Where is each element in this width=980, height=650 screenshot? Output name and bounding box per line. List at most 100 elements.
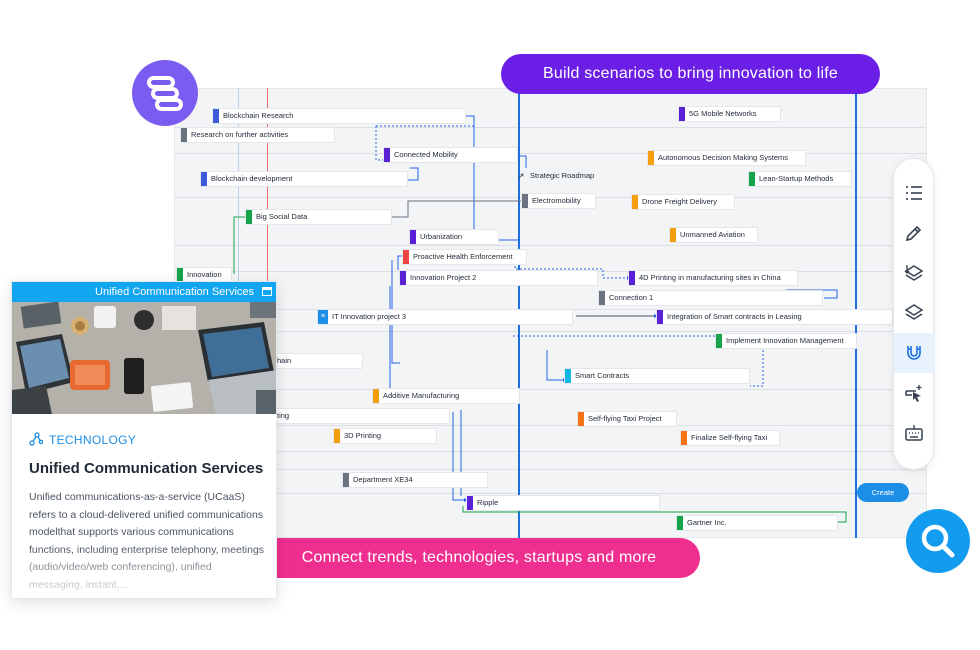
panel-icon[interactable]: [262, 287, 272, 296]
roadmap-card[interactable]: 4D Printing in manufacturing sites in Ch…: [628, 270, 798, 286]
grid-row-line: [175, 389, 926, 390]
roadmap-card[interactable]: Connection 1: [598, 290, 823, 306]
grid-row-line: [175, 451, 926, 452]
card-label: Proactive Health Enforcement: [413, 252, 513, 261]
card-label: Smart Contracts: [575, 371, 630, 380]
card-label: Integration of Smart contracts in Leasin…: [667, 312, 802, 321]
description-fade: [12, 547, 276, 598]
roadmap-card[interactable]: Additive Manufacturing: [372, 388, 520, 404]
tool-palette: [893, 158, 935, 470]
roadmap-card[interactable]: ≡IT Innovation project 3: [317, 309, 573, 325]
layers-sort-tool-button[interactable]: [894, 253, 935, 293]
card-label: Autonomous Decision Making Systems: [658, 153, 789, 162]
card-color-bar: [629, 271, 635, 285]
layers-icon: [904, 304, 924, 320]
card-label: Connected Mobility: [394, 150, 458, 159]
roadmap-card[interactable]: Drone Freight Delivery: [631, 194, 735, 210]
roadmap-card[interactable]: Research on further activities: [180, 127, 335, 143]
roadmap-card[interactable]: Unmanned Aviation: [669, 227, 758, 243]
card-color-bar: [334, 429, 340, 443]
grid-row-line: [175, 127, 926, 128]
roadmap-card[interactable]: Big Social Data: [245, 209, 392, 225]
roadmap-card[interactable]: 5G Mobile Networks: [678, 106, 781, 122]
card-label: Innovation: [187, 270, 222, 279]
grid-row-line: [175, 331, 926, 332]
magnet-tool-button[interactable]: [894, 333, 935, 373]
card-label: 5G Mobile Networks: [689, 109, 757, 118]
pencil-tool-button[interactable]: [894, 213, 935, 253]
card-color-bar: [578, 412, 584, 426]
app-logo: [132, 60, 198, 126]
search-button[interactable]: [906, 509, 970, 573]
card-label: Connection 1: [609, 293, 654, 302]
roadmap-card[interactable]: Blockchain development: [200, 171, 408, 187]
roadmap-card[interactable]: Ripple: [466, 495, 660, 511]
detail-header: Unified Communication Services: [12, 282, 276, 302]
roadmap-card[interactable]: ting: [270, 408, 450, 424]
roadmap-card[interactable]: Gartner Inc.: [676, 515, 838, 531]
roadmap-card[interactable]: ↗Strategic Roadmap: [514, 169, 609, 185]
list-icon: ≡: [318, 310, 328, 324]
roadmap-card[interactable]: Autonomous Decision Making Systems: [647, 150, 806, 166]
card-color-bar: [648, 151, 654, 165]
magnet-icon: [907, 346, 921, 360]
roadmap-card[interactable]: Department XE34: [342, 472, 488, 488]
card-label: Ripple: [477, 498, 499, 507]
roadmap-card[interactable]: Integration of Smart contracts in Leasin…: [656, 309, 893, 325]
card-color-bar: [670, 228, 676, 242]
card-label: Big Social Data: [256, 212, 308, 221]
card-color-bar: [749, 172, 755, 186]
card-label: Blockchain Research: [223, 111, 294, 120]
roadmap-card[interactable]: Implement Innovation Management: [715, 333, 857, 349]
card-color-bar: [177, 268, 183, 282]
roadmap-card[interactable]: Blockchain Research: [212, 108, 466, 124]
card-label: Lean-Startup Methods: [759, 174, 834, 183]
detail-panel[interactable]: Unified Communication Services TECHNOLOG…: [11, 281, 277, 599]
card-label: Self-flying Taxi Project: [588, 414, 662, 423]
keyboard-tool-button[interactable]: [894, 413, 935, 453]
detail-category-label: TECHNOLOGY: [49, 433, 137, 447]
keyboard-icon: [905, 425, 923, 441]
create-button[interactable]: Create: [857, 483, 909, 502]
grid-row-line: [175, 153, 926, 154]
technology-icon: [29, 432, 44, 446]
layers-tool-button[interactable]: [894, 293, 935, 333]
roadmap-card[interactable]: Self-flying Taxi Project: [577, 411, 677, 427]
card-color-bar: [400, 271, 406, 285]
roadmap-card[interactable]: Electromobility: [521, 193, 596, 209]
card-color-bar: [467, 496, 473, 510]
trend-arrow-icon: ↗: [517, 171, 525, 181]
card-color-bar: [565, 369, 571, 383]
roadmap-card[interactable]: Innovation Project 2: [399, 270, 598, 286]
card-label: Drone Freight Delivery: [642, 197, 718, 206]
list-tool-button[interactable]: [894, 173, 935, 213]
card-color-bar: [201, 172, 207, 186]
roadmap-card[interactable]: Finalize Self-flying Taxi: [680, 430, 780, 446]
cursor-add-tool-button[interactable]: [894, 373, 935, 413]
detail-header-title: Unified Communication Services: [95, 286, 254, 298]
card-color-bar: [599, 291, 605, 305]
card-color-bar: [213, 109, 219, 123]
card-color-bar: [403, 250, 409, 264]
desk-photo: [12, 302, 276, 414]
roadmap-card[interactable]: Lean-Startup Methods: [748, 171, 852, 187]
roadmap-card[interactable]: Connected Mobility: [383, 147, 518, 163]
grid-row-line: [175, 425, 926, 426]
card-color-bar: [522, 194, 528, 208]
layers-sort-icon: [904, 265, 924, 281]
card-label: Innovation Project 2: [410, 273, 477, 282]
roadmap-card[interactable]: Urbanization: [409, 229, 499, 245]
detail-title: Unified Communication Services: [29, 460, 264, 477]
card-label: hain: [277, 356, 292, 365]
card-label: Urbanization: [420, 232, 463, 241]
roadmap-card[interactable]: hain: [270, 353, 363, 369]
card-color-bar: [679, 107, 685, 121]
roadmap-card[interactable]: Proactive Health Enforcement: [402, 249, 527, 265]
card-label: Unmanned Aviation: [680, 230, 745, 239]
card-label: Implement Innovation Management: [726, 336, 844, 345]
roadmap-card[interactable]: 3D Printing: [333, 428, 437, 444]
pencil-icon: [905, 225, 922, 242]
card-color-bar: [343, 473, 349, 487]
roadmap-card[interactable]: Smart Contracts: [564, 368, 750, 384]
card-label: 3D Printing: [344, 431, 382, 440]
